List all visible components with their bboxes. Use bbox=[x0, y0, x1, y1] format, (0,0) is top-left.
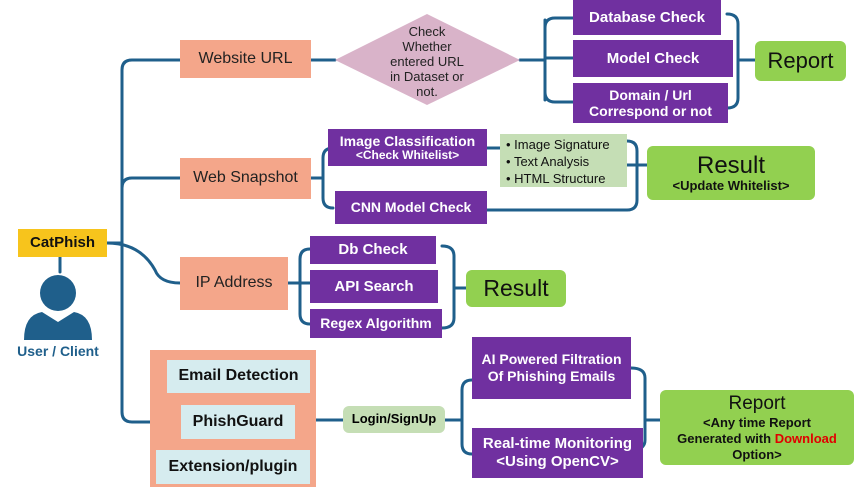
feature-item: Text Analysis bbox=[506, 153, 627, 170]
extension-report-node: Report <Any time Report Generated with D… bbox=[660, 390, 854, 465]
database-check-node: Database Check bbox=[573, 0, 721, 35]
website-url-node: Website URL bbox=[180, 40, 311, 78]
catphish-node: CatPhish bbox=[18, 229, 107, 257]
feature-item: HTML Structure bbox=[506, 170, 627, 187]
connector-root-to-snapshot bbox=[105, 176, 182, 245]
connector-diamond-to-checks bbox=[518, 16, 575, 104]
connector-root-to-ip bbox=[105, 241, 182, 285]
domain-url-check-node: Domain / Url Correspond or not bbox=[573, 83, 728, 123]
connector-login-to-monitors bbox=[443, 378, 474, 456]
ai-filtration-node: AI Powered Filtration Of Phishing Emails bbox=[472, 337, 631, 399]
catphish-label: CatPhish bbox=[29, 234, 95, 252]
connector-checks-to-ip-result bbox=[440, 244, 468, 330]
connector-features-to-result bbox=[485, 139, 649, 212]
feature-item: Image Signature bbox=[506, 136, 627, 153]
db-check-node: Db Check bbox=[310, 236, 436, 264]
connector-checks-to-report bbox=[725, 12, 757, 110]
realtime-monitoring-node: Real-time Monitoring <Using OpenCV> bbox=[472, 428, 643, 478]
download-highlight: Download bbox=[774, 430, 837, 446]
api-search-node: API Search bbox=[310, 270, 438, 303]
connector-root-to-extension bbox=[120, 241, 152, 424]
connector-ip-to-checks bbox=[286, 247, 312, 326]
model-check-node: Model Check bbox=[573, 40, 733, 77]
login-signup-node: Login/SignUp bbox=[343, 406, 445, 433]
regex-algorithm-node: Regex Algorithm bbox=[310, 309, 442, 338]
decision-diamond bbox=[335, 14, 520, 105]
extension-plugin-node: Extension/plugin bbox=[156, 450, 310, 484]
image-classification-node: Image Classification <Check Whitelist> bbox=[328, 129, 487, 166]
ip-result-node: Result bbox=[466, 270, 566, 307]
connector-root-to-url bbox=[105, 58, 182, 245]
feature-list: Image Signature Text Analysis HTML Struc… bbox=[500, 134, 627, 187]
phishguard-node: PhishGuard bbox=[181, 405, 295, 439]
user-icon bbox=[24, 275, 92, 340]
web-snapshot-node: Web Snapshot bbox=[180, 158, 311, 199]
snapshot-result-node: Result <Update Whitelist> bbox=[647, 146, 815, 200]
ip-address-node: IP Address bbox=[180, 257, 288, 310]
download-line: Generated with Download bbox=[677, 430, 837, 446]
url-report-node: Report bbox=[755, 41, 846, 81]
user-client-label: User / Client bbox=[17, 342, 99, 359]
decision-text: Check Whether entered URL in Dataset or … bbox=[390, 23, 464, 99]
cnn-model-check-node: CNN Model Check bbox=[335, 191, 487, 224]
email-detection-node: Email Detection bbox=[167, 360, 310, 393]
